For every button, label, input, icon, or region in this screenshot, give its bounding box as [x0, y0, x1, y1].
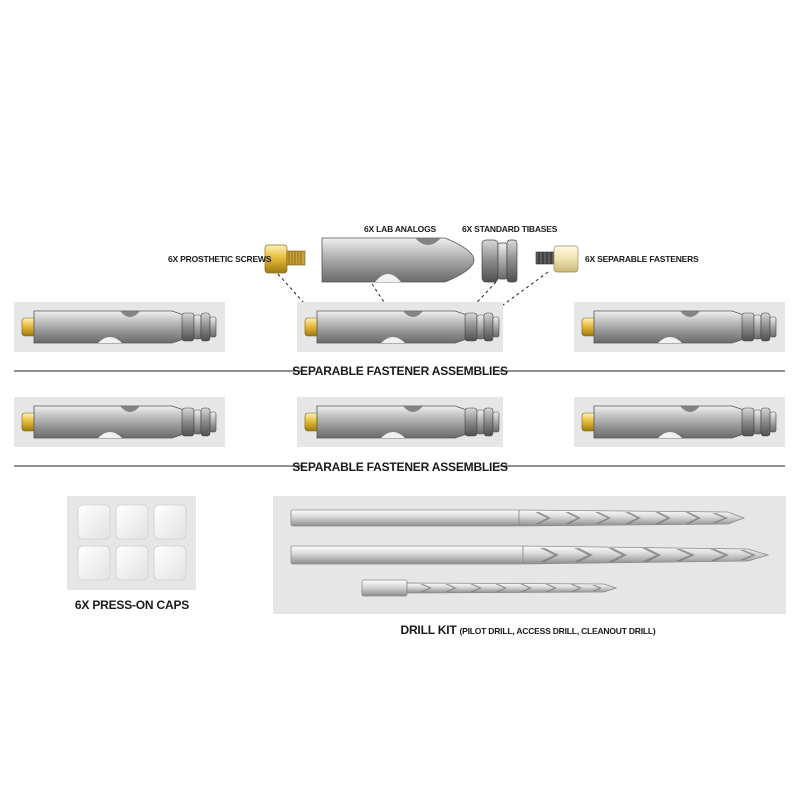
cleanout-drill [361, 579, 618, 597]
separable-fastener [535, 245, 579, 273]
label-lab-analogs: 6X LAB ANALOGS [364, 224, 437, 234]
caps-label: 6X PRESS-ON CAPS [75, 598, 189, 612]
drill-kit-title: DRILL KIT [401, 623, 458, 637]
access-drill [290, 545, 770, 565]
assembly-row-1 [14, 302, 785, 352]
assembly-row-2 [14, 397, 785, 447]
prosthetic-screw [264, 244, 306, 274]
section-label-1: SEPARABLE FASTENER ASSEMBLIES [292, 364, 508, 378]
fastener-assembly [304, 310, 500, 344]
section-label-2: SEPARABLE FASTENER ASSEMBLIES [292, 460, 508, 474]
label-separable-fasteners: 6X SEPARABLE FASTENERS [585, 254, 699, 264]
drill-kit [273, 496, 786, 614]
fastener-assembly [581, 310, 777, 344]
drill-kit-subtitle: (PILOT DRILL, ACCESS DRILL, CLEANOUT DRI… [459, 626, 655, 636]
standard-tibase [481, 239, 518, 283]
cap [77, 504, 111, 540]
cap [153, 545, 187, 581]
cap [115, 545, 149, 581]
press-on-caps [67, 496, 196, 590]
fastener-assembly [581, 405, 777, 439]
screw-thread [286, 250, 306, 266]
lab-analog [321, 237, 475, 283]
drill-kit-caption: DRILL KIT(PILOT DRILL, ACCESS DRILL, CLE… [401, 623, 656, 637]
fastener-assembly [304, 405, 500, 439]
label-prosthetic-screws: 6X PROSTHETIC SCREWS [168, 254, 272, 264]
cap [153, 504, 187, 540]
cap [115, 504, 149, 540]
fastener-assembly [21, 310, 217, 344]
label-standard-tibases: 6X STANDARD TIBASES [462, 224, 558, 234]
cap [77, 545, 111, 581]
fastener-assembly [21, 405, 217, 439]
pilot-drill [290, 509, 746, 527]
